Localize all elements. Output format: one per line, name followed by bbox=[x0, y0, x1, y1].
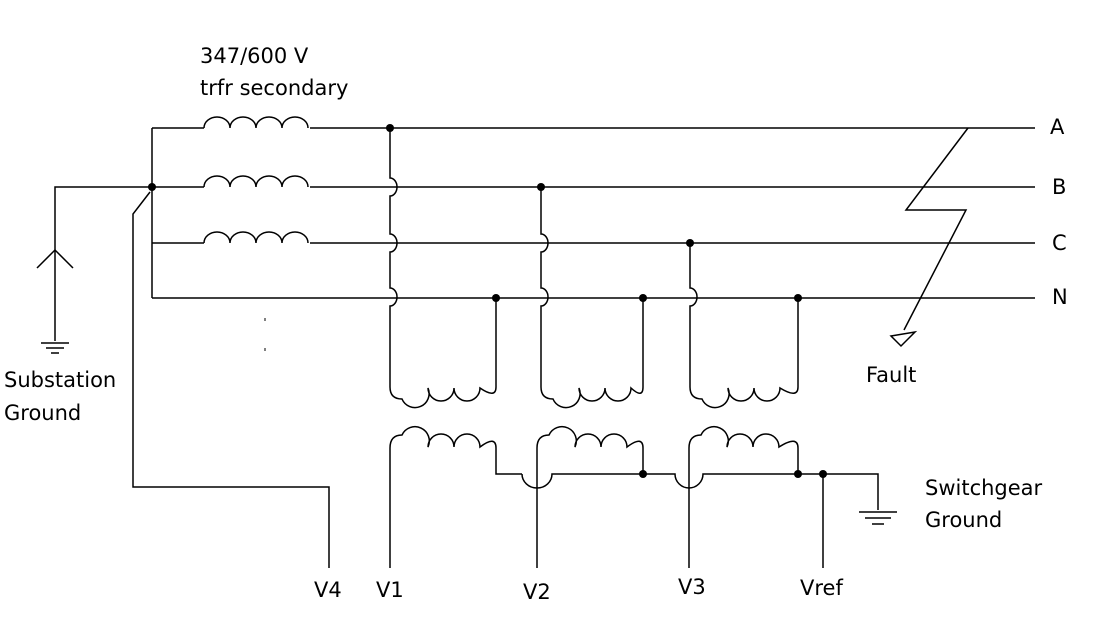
substation-ground bbox=[36, 186, 152, 354]
terminal-v1-label: V1 bbox=[376, 578, 404, 602]
transformer-secondary bbox=[148, 116, 309, 298]
substation-ground-wire bbox=[54, 186, 152, 341]
switchgear-ground-label-line2: Ground bbox=[925, 508, 1002, 532]
pt1-primary-lead bbox=[389, 128, 398, 387]
pt2-tap-dot-b bbox=[537, 183, 545, 191]
bus-lines bbox=[152, 127, 1035, 299]
pt2-primary-winding bbox=[540, 298, 644, 409]
secondary-winding-b bbox=[203, 175, 309, 188]
pt3-secondary bbox=[643, 425, 879, 568]
pt1-primary bbox=[386, 124, 500, 409]
pt2-primary-lead bbox=[540, 187, 549, 387]
ground-symbol-icon bbox=[41, 342, 69, 354]
pt3-primary bbox=[686, 239, 802, 409]
secondary-winding-a bbox=[203, 116, 309, 129]
terminal-v4-label: V4 bbox=[314, 578, 342, 602]
substation-ground-label-line2: Ground bbox=[4, 401, 81, 425]
phase-b-label: B bbox=[1052, 175, 1066, 199]
terminal-vref-label: Vref bbox=[800, 576, 843, 600]
transformer-rating-label: 347/600 V bbox=[200, 44, 309, 68]
phase-c-label: C bbox=[1052, 231, 1067, 255]
secondary-winding-c bbox=[203, 231, 309, 244]
pt2-tap-dot-n bbox=[639, 294, 647, 302]
pt2-secondary-winding bbox=[536, 425, 644, 568]
fault-zigzag bbox=[903, 127, 969, 331]
pt3-secondary-dot bbox=[794, 470, 802, 478]
substation-ground-arrow bbox=[36, 248, 74, 269]
pt1-secondary-winding bbox=[389, 425, 522, 568]
pt3-primary-winding bbox=[689, 298, 799, 409]
pt1-tap-dot-n bbox=[492, 294, 500, 302]
transformer-description-label: trfr secondary bbox=[200, 76, 348, 100]
fault-path bbox=[889, 127, 969, 348]
pt3-secondary-winding bbox=[688, 425, 799, 568]
switchgear-ground-icon bbox=[859, 511, 897, 525]
substation-ground-label-line1: Substation bbox=[4, 368, 116, 392]
switchgear-ground-label-line1: Switchgear bbox=[925, 476, 1043, 500]
fault-label: Fault bbox=[866, 363, 916, 387]
terminal-v3-label: V3 bbox=[678, 575, 706, 599]
phase-a-label: A bbox=[1050, 115, 1065, 139]
pt1-tap-dot-a bbox=[386, 124, 394, 132]
pt3-tap-dot-n bbox=[794, 294, 802, 302]
terminal-v2-label: V2 bbox=[523, 580, 551, 604]
v4-lead-wire bbox=[132, 191, 330, 568]
pt2-primary bbox=[537, 183, 647, 409]
pt1-primary-winding bbox=[389, 298, 497, 409]
pt2-secondary bbox=[521, 425, 647, 568]
fault-ground-arrow-icon bbox=[889, 330, 918, 348]
phase-n-label: N bbox=[1052, 285, 1068, 309]
common-return-wire bbox=[643, 473, 879, 510]
pt3-primary-lead bbox=[689, 243, 698, 387]
pt3-tap-dot-c bbox=[686, 239, 694, 247]
pt2-secondary-common-hop bbox=[521, 473, 643, 489]
pt1-secondary bbox=[389, 425, 522, 568]
